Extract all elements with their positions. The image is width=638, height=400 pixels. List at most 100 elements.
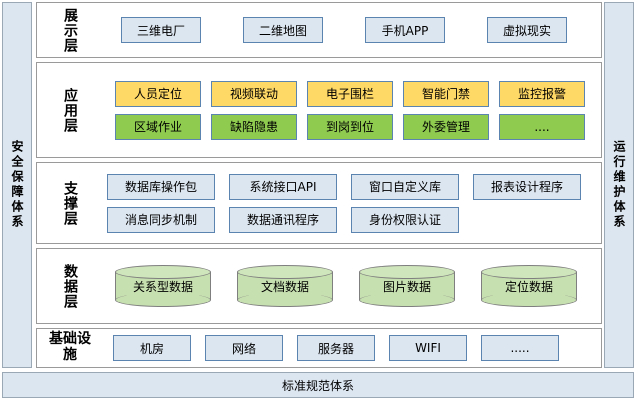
layer-label-text: 数据层 (62, 263, 78, 309)
layer-panel-application: 应用层 人员定位 视频联动 电子围栏 智能门禁 监控报警区域作业 缺陷隐患 到岗到位 外委管理.… (36, 62, 602, 158)
node-box[interactable]: 缺陷隐患 (211, 113, 297, 140)
node-box[interactable]: 外委管理 (403, 113, 489, 140)
cylinder-label: 定位数据 (504, 279, 553, 294)
node-box[interactable]: 智能门禁 (403, 80, 489, 107)
layer-label-text: 基础设施 (48, 331, 91, 363)
data-store-cylinder[interactable]: 定位数据 (481, 265, 577, 307)
node-box[interactable]: 电子围栏 (307, 80, 393, 107)
node-label: 窗口自定义库 (368, 180, 441, 194)
layer-row: 消息同步机制 数据通讯程序 身份权限认证 (103, 206, 595, 233)
node-label: ..... (510, 341, 530, 355)
node-label: 二维地图 (258, 23, 307, 38)
standards-bar-label: 标准规范体系 (281, 378, 354, 393)
data-store-cylinder[interactable]: 图片数据 (359, 265, 455, 307)
cylinder-top (481, 265, 577, 279)
node-box[interactable]: 手机APP (365, 17, 445, 43)
cylinder-shape: 关系型数据 (115, 265, 211, 307)
node-label: 服务器 (317, 341, 354, 356)
node-box[interactable]: 二维地图 (243, 17, 323, 43)
layer-row: 三维电厂 二维地图 手机APP 虚拟现实 (103, 17, 595, 43)
node-label: 数据库操作包 (124, 180, 197, 194)
node-label: 区域作业 (133, 120, 182, 134)
node-label: 缺陷隐患 (229, 120, 278, 134)
layer-panel-support: 支撑层 数据库操作包 系统接口API 窗口自定义库 报表设计程序消息同步机制 数据通讯程序… (36, 162, 602, 244)
right-side-band-operations: 运行维护体系 (604, 2, 634, 368)
node-label: WIFI (415, 341, 441, 355)
node-box[interactable]: 数据通讯程序 (229, 206, 337, 233)
node-box[interactable]: 消息同步机制 (107, 206, 215, 233)
node-box[interactable]: 监控报警 (499, 80, 585, 107)
node-label: 监控报警 (517, 87, 566, 101)
cylinder-bottom (115, 293, 211, 307)
node-box[interactable]: 数据库操作包 (107, 173, 215, 200)
node-box[interactable]: ..... (481, 335, 559, 361)
node-box[interactable]: 到岗到位 (307, 113, 393, 140)
cylinder-top (237, 265, 333, 279)
layer-row: 区域作业 缺陷隐患 到岗到位 外委管理.... (103, 113, 595, 140)
cylinder-label: 关系型数据 (132, 279, 193, 294)
layer-label-text: 支撑层 (62, 180, 78, 226)
node-box[interactable]: 虚拟现实 (487, 17, 567, 43)
layer-label-text: 应用层 (62, 87, 78, 133)
node-box[interactable]: 身份权限认证 (351, 206, 459, 233)
node-label: 机房 (139, 341, 164, 356)
cylinder-shape: 定位数据 (481, 265, 577, 307)
left-side-band-label: 安全保障体系 (10, 140, 24, 230)
layer-label-text: 展示层 (62, 7, 78, 53)
left-side-band-security: 安全保障体系 (2, 2, 32, 368)
node-label: 外委管理 (421, 120, 470, 134)
cylinder-top (359, 265, 455, 279)
data-store-cylinder[interactable]: 文档数据 (237, 265, 333, 307)
cylinder-shape: 图片数据 (359, 265, 455, 307)
layer-label-application: 应用层 (37, 88, 103, 133)
layer-body-infrastructure: 机房 网络 服务器 WIFI..... (103, 335, 601, 361)
layer-row: 机房 网络 服务器 WIFI..... (103, 335, 595, 361)
node-label: 报表设计程序 (490, 180, 563, 194)
layer-body-support: 数据库操作包 系统接口API 窗口自定义库 报表设计程序消息同步机制 数据通讯程序 身份权… (103, 173, 601, 233)
node-label: 数据通讯程序 (246, 213, 319, 227)
node-box[interactable]: 视频联动 (211, 80, 297, 107)
node-label: 身份权限认证 (368, 213, 441, 227)
node-label: 电子围栏 (325, 87, 374, 101)
data-store-cylinder[interactable]: 关系型数据 (115, 265, 211, 307)
node-box[interactable]: 网络 (205, 335, 283, 361)
node-box[interactable]: 机房 (113, 335, 191, 361)
layer-row: 数据库操作包 系统接口API 窗口自定义库 报表设计程序 (103, 173, 595, 200)
cylinder-bottom (359, 293, 455, 307)
standards-bar: 标准规范体系 (2, 372, 634, 398)
node-label: 人员定位 (133, 87, 182, 101)
node-label: 网络 (231, 341, 256, 356)
node-label: 三维电厂 (136, 23, 185, 38)
node-label: 系统接口API (249, 180, 317, 194)
cylinder-label: 图片数据 (382, 279, 431, 294)
layer-label-support: 支撑层 (37, 181, 103, 226)
node-label: 视频联动 (229, 87, 278, 101)
cylinder-shape: 文档数据 (237, 265, 333, 307)
layer-row: 关系型数据 文档数据 图片数据 定位数据 (103, 265, 595, 307)
node-box[interactable]: .... (499, 113, 585, 140)
node-box[interactable]: 三维电厂 (121, 17, 201, 43)
node-box[interactable]: 人员定位 (115, 80, 201, 107)
layer-panel-presentation: 展示层 三维电厂 二维地图 手机APP 虚拟现实 (36, 2, 602, 58)
layer-body-presentation: 三维电厂 二维地图 手机APP 虚拟现实 (103, 17, 601, 43)
node-box[interactable]: 系统接口API (229, 173, 337, 200)
layer-body-data: 关系型数据 文档数据 图片数据 定位数据 (103, 265, 601, 307)
cylinder-label: 文档数据 (260, 279, 309, 294)
node-box[interactable]: 窗口自定义库 (351, 173, 459, 200)
layer-panel-infrastructure: 基础设施 机房 网络 服务器 WIFI..... (36, 328, 602, 368)
layer-label-data: 数据层 (37, 264, 103, 309)
node-box[interactable]: 区域作业 (115, 113, 201, 140)
layer-body-application: 人员定位 视频联动 电子围栏 智能门禁 监控报警区域作业 缺陷隐患 到岗到位 外委管理.... (103, 80, 601, 140)
node-label: 智能门禁 (421, 87, 470, 101)
node-label: 虚拟现实 (502, 23, 551, 38)
node-label: 消息同步机制 (124, 213, 197, 227)
layer-label-presentation: 展示层 (37, 8, 103, 53)
layer-panel-data: 数据层 关系型数据 文档数据 图片数据 定位数据 (36, 248, 602, 324)
node-box[interactable]: WIFI (389, 335, 467, 361)
node-label: 到岗到位 (325, 120, 374, 134)
node-box[interactable]: 服务器 (297, 335, 375, 361)
cylinder-bottom (481, 293, 577, 307)
right-side-band-label: 运行维护体系 (612, 140, 626, 230)
node-box[interactable]: 报表设计程序 (473, 173, 581, 200)
